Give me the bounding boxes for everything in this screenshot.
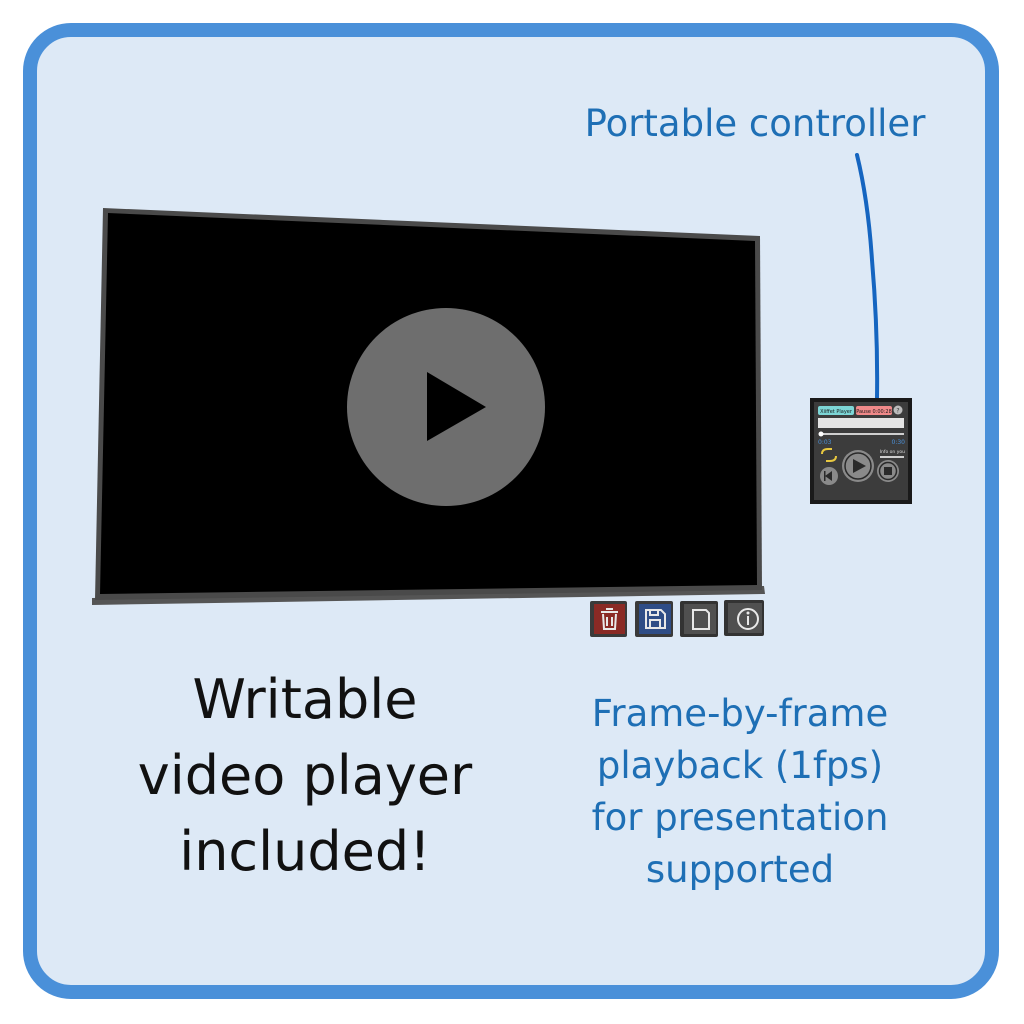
video-player[interactable]	[92, 208, 765, 605]
save-icon	[645, 609, 666, 629]
time-current: 0:03	[818, 439, 832, 446]
feature-description: Frame-by-frame playback (1fps) for prese…	[530, 688, 950, 896]
player-name-text: Xiiffet Player	[820, 409, 853, 415]
play-button[interactable]	[347, 308, 545, 506]
loop-icon[interactable]	[821, 448, 837, 462]
help-button[interactable]	[893, 405, 903, 415]
headline-line-3: included!	[179, 820, 431, 883]
headline-line-1: Writable	[192, 668, 418, 731]
info-icon	[737, 608, 759, 630]
portable-controller[interactable]: Xiiffet Player Pause 0:00:28 ? 0:03 0:30…	[810, 398, 912, 504]
save-button[interactable]	[635, 601, 673, 637]
controller-play-button[interactable]	[842, 450, 874, 482]
previous-icon	[825, 471, 832, 481]
speed-label: Info on you	[880, 449, 905, 455]
time-total: 0:30	[892, 439, 906, 446]
feature-line-3: for presentation	[591, 796, 889, 839]
status-tag-text: Pause 0:00:28	[856, 409, 892, 415]
controller-label: Portable controller	[584, 102, 926, 145]
headline-line-2: video player	[137, 744, 473, 807]
trash-icon	[601, 608, 618, 630]
feature-line-4: supported	[645, 848, 835, 891]
player-name-tag	[818, 406, 854, 415]
callout-line	[855, 153, 880, 400]
trash-button[interactable]	[590, 601, 627, 637]
stop-icon	[884, 467, 892, 475]
blank-page-icon	[692, 609, 710, 630]
seek-handle[interactable]	[818, 431, 824, 437]
toolbar	[590, 600, 764, 637]
url-input[interactable]	[818, 418, 904, 428]
status-tag	[856, 406, 892, 415]
feature-line-2: playback (1fps)	[596, 744, 884, 787]
controller-play-icon	[853, 459, 866, 473]
previous-button[interactable]	[820, 467, 838, 485]
info-button[interactable]	[724, 600, 764, 636]
stop-button[interactable]	[877, 460, 899, 482]
feature-line-1: Frame-by-frame	[591, 692, 889, 735]
headline: Writable video player included!	[90, 662, 520, 890]
play-icon	[427, 372, 486, 441]
help-icon: ?	[896, 408, 899, 415]
blank-page-button[interactable]	[680, 601, 718, 637]
